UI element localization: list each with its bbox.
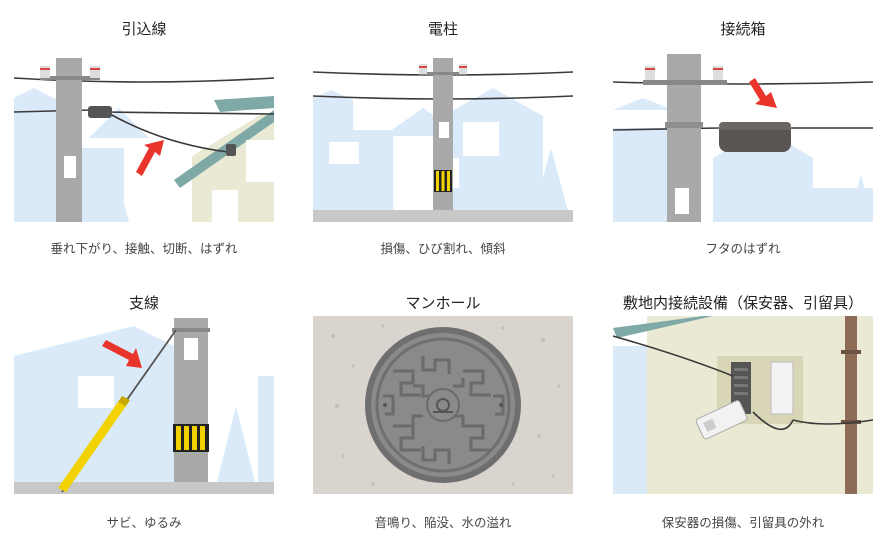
- pole-warning-band: [434, 170, 452, 192]
- card-title: 敷地内接続設備（保安器、引留具）: [622, 294, 863, 312]
- card-manhole: マンホール: [313, 0, 573, 536]
- drop-clamp: [88, 106, 112, 118]
- wires: [613, 335, 873, 430]
- card-caption: 損傷、ひび割れ、傾斜: [380, 241, 506, 256]
- guy-wire-illustration: [14, 316, 274, 494]
- card-title: 引込線: [121, 20, 167, 38]
- utility-pole: [56, 58, 82, 222]
- card-caption: 音鳴り、陥没、水の溢れ: [374, 515, 512, 530]
- background-buildings: [613, 98, 873, 222]
- pole-warning-band: [173, 424, 209, 452]
- fallen-protector: [695, 400, 748, 440]
- premises-equipment-illustration: [613, 316, 873, 494]
- card-utility-pole: 電柱: [313, 0, 573, 536]
- pavement-texture: [331, 324, 561, 486]
- card-title: 接続箱: [720, 20, 766, 38]
- card-title: 電柱: [427, 20, 458, 38]
- card-caption: 保安器の損傷、引留具の外れ: [661, 515, 825, 530]
- card-caption: サビ、ゆるみ: [106, 515, 182, 530]
- warning-arrow-icon: [749, 78, 777, 108]
- card-caption: 垂れ下がり、接触、切断、はずれ: [50, 241, 238, 256]
- card-junction-box: 接続箱 フタのはずれ: [613, 0, 873, 536]
- manhole-cover: [365, 327, 521, 483]
- card-service-drop: 引込線: [14, 0, 274, 536]
- card-title: マンホール: [405, 294, 481, 312]
- ground: [14, 482, 274, 494]
- insulators: [40, 66, 100, 78]
- roof-eave: [613, 316, 713, 338]
- ground: [313, 210, 573, 222]
- service-drop-illustration: [14, 48, 274, 222]
- house: [174, 96, 274, 222]
- junction-box-illustration: [613, 48, 873, 222]
- drainpipe: [845, 316, 857, 494]
- warning-arrow-icon: [136, 140, 164, 176]
- manhole-illustration: [313, 316, 573, 494]
- utility-pole-illustration: [313, 48, 573, 222]
- card-premises-equipment: 敷地内接続設備（保安器、引留具）: [613, 0, 873, 536]
- card-caption: フタのはずれ: [705, 241, 781, 256]
- background-buildings: [14, 326, 274, 494]
- warning-arrow-icon: [102, 340, 142, 368]
- background-buildings: [14, 88, 149, 222]
- card-guy-wire: 支線: [14, 0, 274, 536]
- background-buildings: [613, 346, 653, 494]
- card-title: 支線: [128, 294, 159, 312]
- guy-guard: [58, 396, 130, 492]
